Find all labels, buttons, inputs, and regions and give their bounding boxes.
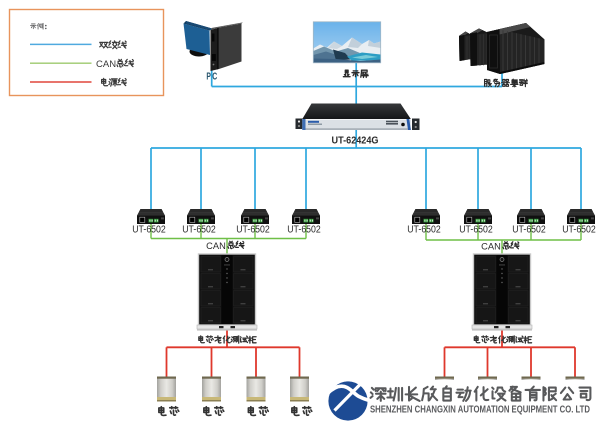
svg-text:UT-6502: UT-6502	[236, 224, 270, 235]
svg-text:UT-6502: UT-6502	[182, 224, 216, 235]
svg-text:UT-6502: UT-6502	[287, 224, 321, 235]
svg-text:CAN: CAN	[96, 59, 116, 70]
svg-text:SHENZHEN CHANGXIN AUTOMATION E: SHENZHEN CHANGXIN AUTOMATION EQUIPMENT C…	[370, 405, 590, 416]
svg-text:UT-6502: UT-6502	[562, 224, 596, 235]
svg-text:CAN: CAN	[206, 241, 226, 251]
svg-text:UT-6502: UT-6502	[407, 224, 441, 235]
svg-text:UT-62424G: UT-62424G	[332, 136, 379, 147]
svg-text:CAN: CAN	[481, 242, 501, 252]
svg-text:UT-6502: UT-6502	[512, 224, 546, 235]
svg-text:UT-6502: UT-6502	[459, 224, 493, 235]
svg-text:P: P	[206, 70, 211, 82]
svg-text:UT-6502: UT-6502	[132, 224, 166, 235]
svg-text:C: C	[212, 70, 217, 82]
